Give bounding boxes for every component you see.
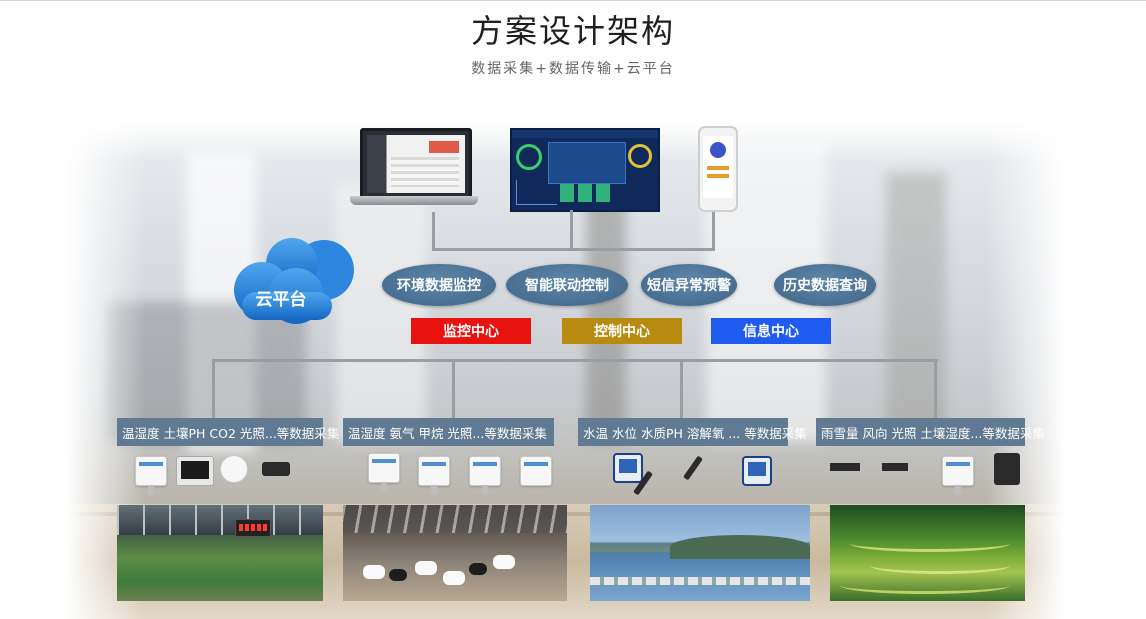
cloud-icon bbox=[234, 238, 354, 324]
laptop-icon bbox=[350, 128, 478, 208]
function-history-query: 历史数据查询 bbox=[774, 264, 876, 306]
smartphone-icon bbox=[698, 126, 738, 212]
water-meter-icon bbox=[742, 456, 772, 486]
category-livestock: 温湿度 氨气 甲烷 光照...等数据采集 bbox=[343, 418, 554, 446]
cloud-label: 云平台 bbox=[255, 290, 307, 310]
greenhouse-photo bbox=[117, 505, 323, 601]
sensor-device-icon bbox=[135, 456, 167, 495]
page-subtitle: 数据采集+数据传输+云平台 bbox=[471, 61, 675, 77]
monitor-center-box: 监控中心 bbox=[411, 318, 531, 344]
soil-sensor-icon bbox=[262, 462, 290, 476]
rain-sensor-icon bbox=[994, 453, 1020, 485]
category-field: 雨雪量 风向 光照 土壤湿度...等数据采集 bbox=[816, 418, 1045, 446]
wind-sensor-icon bbox=[882, 463, 908, 471]
function-sms-alert: 短信异常预警 bbox=[641, 264, 737, 306]
water-meter-icon bbox=[613, 453, 643, 483]
sensor-device-icon bbox=[520, 456, 552, 486]
function-environment-monitor: 环境数据监控 bbox=[382, 264, 496, 306]
connector-line bbox=[212, 359, 938, 362]
connector-line bbox=[570, 210, 573, 250]
sensor-device-icon bbox=[368, 453, 400, 492]
connector-line bbox=[432, 212, 435, 250]
category-aquaculture: 水温 水位 水质PH 溶解氧 ... 等数据采集 bbox=[578, 418, 807, 446]
terraced-field-photo bbox=[830, 505, 1025, 601]
sensor-device-icon bbox=[469, 456, 501, 495]
top-border bbox=[0, 0, 1146, 1]
connector-line bbox=[212, 359, 215, 419]
connector-line bbox=[934, 359, 937, 419]
wind-vane-icon bbox=[830, 463, 860, 471]
sensor-device-icon bbox=[418, 456, 450, 495]
category-greenhouse: 温湿度 土壤PH CO2 光照...等数据采集 bbox=[117, 418, 339, 446]
connector-line bbox=[432, 248, 715, 251]
info-center-box: 信息中心 bbox=[711, 318, 831, 344]
light-sensor-icon bbox=[220, 455, 248, 483]
display-sensor-icon bbox=[176, 456, 214, 486]
page-title: 方案设计架构 bbox=[470, 12, 675, 50]
aquaculture-lake-photo bbox=[590, 505, 810, 601]
function-smart-control: 智能联动控制 bbox=[506, 264, 628, 306]
connector-line bbox=[680, 359, 683, 419]
livestock-barn-photo bbox=[343, 505, 567, 601]
connector-line bbox=[712, 212, 715, 250]
monitor-dashboard-icon bbox=[510, 128, 660, 212]
control-center-box: 控制中心 bbox=[562, 318, 682, 344]
sensor-device-icon bbox=[942, 456, 974, 495]
connector-line bbox=[452, 359, 455, 419]
